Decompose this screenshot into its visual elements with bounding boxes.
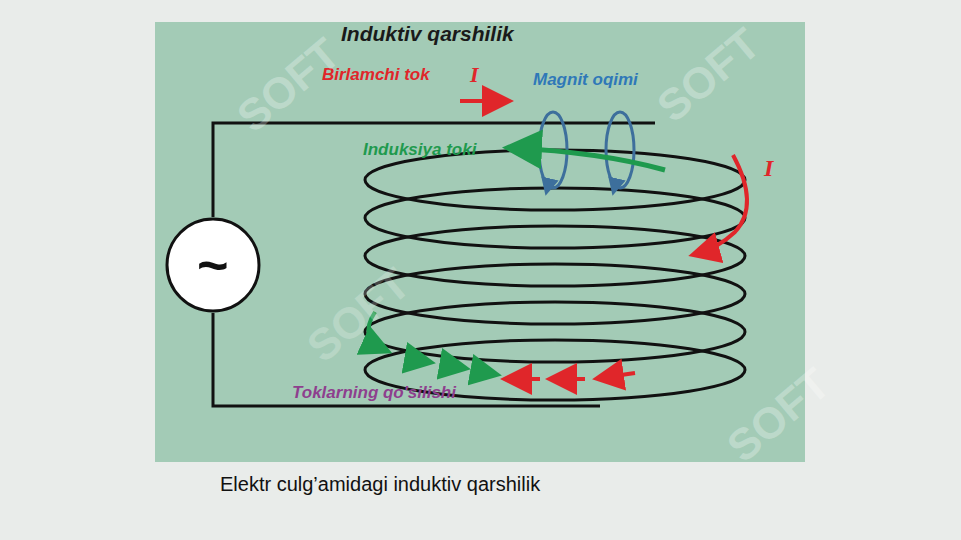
watermark: SOFT: [647, 18, 769, 132]
current-symbol: I: [764, 155, 773, 183]
induction-current-arrow: [512, 148, 665, 170]
induction-current-dash: [405, 358, 428, 362]
currents-sum-label: Toklarning qo'silishi: [292, 383, 456, 403]
induction-current-dash: [440, 364, 463, 368]
diagram-caption: Elektr culg’amidagi induktiv qarshilik: [220, 473, 540, 496]
coil-turn: [365, 188, 745, 248]
primary-current-dash: [508, 377, 540, 381]
coil-turn: [365, 302, 745, 362]
primary-current-dash: [553, 377, 585, 381]
current-symbol: I: [470, 62, 479, 87]
watermark: SOFT: [717, 358, 839, 472]
coil-turn: [365, 226, 745, 286]
watermark: SOFT: [297, 258, 419, 372]
coil-current-arrow: [696, 155, 747, 254]
watermark: SOFT: [227, 28, 349, 142]
induction-current-dash: [472, 370, 494, 374]
flux-label: Magnit oqimi: [533, 70, 638, 90]
induction-current-label: Induksiya toki: [363, 140, 476, 160]
coil-turn: [365, 264, 745, 324]
bottom-wire: [213, 313, 600, 406]
ac-symbol: ~: [197, 238, 229, 292]
ac-source: ~: [165, 217, 261, 313]
diagram-title: Induktiv qarshilik: [341, 22, 514, 46]
primary-current-dash: [600, 373, 635, 378]
primary-current-arrow: [460, 99, 506, 103]
